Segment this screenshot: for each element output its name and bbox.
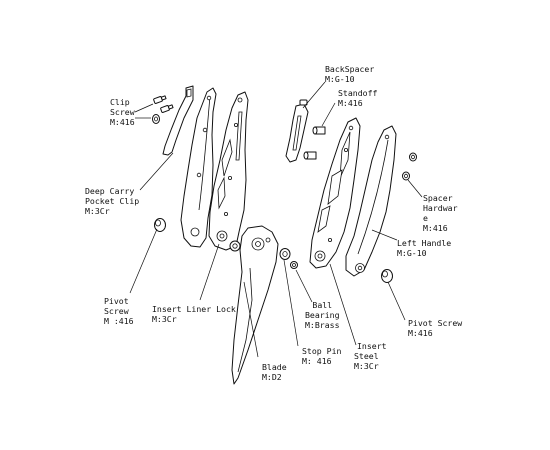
label-pivot-screw-left-line1: Pivot xyxy=(104,296,129,306)
label-ball-bearing-line2: Bearing xyxy=(305,310,340,320)
pivot-screw-right-part xyxy=(381,269,393,283)
label-backspacer-line2: M:G-10 xyxy=(325,74,355,84)
blade-part xyxy=(231,225,279,385)
standoff-parts xyxy=(303,126,326,160)
backspacer-part xyxy=(285,99,309,163)
clip-screw-parts xyxy=(152,95,174,124)
label-pocket-clip-line2: Pocket Clip xyxy=(85,196,140,206)
label-insert-liner-lock: Insert Liner Lock M:3Cr xyxy=(152,304,236,324)
label-spacer-hardware-line1: Spacer xyxy=(423,193,453,203)
label-pivot-screw-left-line2: Screw xyxy=(104,306,129,316)
label-insert-steel-line2: Steel xyxy=(354,351,379,361)
label-backspacer: BackSpacer M:G-10 xyxy=(325,64,374,84)
leader-lines xyxy=(129,81,423,358)
insert-steel-part xyxy=(309,117,361,269)
label-pivot-screw-left-line3: M :416 xyxy=(104,316,134,326)
label-standoff: Standoff M:416 xyxy=(338,88,377,108)
label-insert-steel-line3: M:3Cr xyxy=(354,361,379,371)
label-blade-line1: Blade xyxy=(262,362,287,372)
label-pocket-clip-line1: Deep Carry xyxy=(85,186,135,196)
label-left-handle: Left Handle M:G-10 xyxy=(397,238,451,258)
stop-pin-part xyxy=(279,248,291,260)
label-stop-pin-line2: M: 416 xyxy=(302,356,332,366)
label-pivot-screw-right-line2: M:416 xyxy=(408,328,433,338)
spacer-hardware-parts xyxy=(402,152,417,181)
label-blade: Blade M:D2 xyxy=(262,362,287,382)
label-spacer-hardware-line3: e xyxy=(423,213,428,223)
label-pocket-clip-line3: M:3Cr xyxy=(85,206,110,216)
pocket-clip-part xyxy=(162,85,194,156)
label-ball-bearing-line3: M:Brass xyxy=(305,320,340,330)
label-deep-carry-pocket-clip: Deep Carry Pocket Clip M:3Cr xyxy=(85,186,139,216)
label-spacer-hardware-line2: Hardwar xyxy=(423,203,458,213)
label-clip-screw-line3: M:416 xyxy=(110,117,135,127)
label-spacer-hardware-line4: M:416 xyxy=(423,223,448,233)
label-left-handle-line2: M:G-10 xyxy=(397,248,427,258)
pivot-screw-left-part xyxy=(154,218,166,232)
label-insert-steel: Insert Steel M:3Cr xyxy=(354,341,387,371)
label-standoff-line1: Standoff xyxy=(338,88,378,98)
washer-part xyxy=(229,240,241,252)
label-liner-lock-line1: Insert Liner Lock xyxy=(152,304,236,314)
insert-liner-lock-part xyxy=(208,91,249,251)
label-standoff-line2: M:416 xyxy=(338,98,363,108)
label-ball-bearing: Ball Bearing M:Brass xyxy=(305,300,340,330)
left-handle-part xyxy=(345,125,397,277)
label-left-handle-line1: Left Handle xyxy=(397,238,452,248)
label-pivot-screw-left: Pivot Screw M :416 xyxy=(104,296,134,326)
label-stop-pin-line1: Stop Pin xyxy=(302,346,342,356)
label-insert-steel-line1: Insert xyxy=(357,341,387,351)
label-clip-screw-line1: Clip xyxy=(110,97,130,107)
label-pivot-screw-right-line1: Pivot Screw xyxy=(408,318,463,328)
label-backspacer-line1: BackSpacer xyxy=(325,64,375,74)
left-scale-part xyxy=(180,87,217,248)
ball-bearing-part xyxy=(290,261,298,269)
label-clip-screw: Clip Screw M:416 xyxy=(110,97,135,127)
label-stop-pin: Stop Pin M: 416 xyxy=(302,346,341,366)
label-pivot-screw-right: Pivot Screw M:416 xyxy=(408,318,462,338)
label-spacer-hardware: Spacer Hardwar e M:416 xyxy=(423,193,458,233)
label-liner-lock-line2: M:3Cr xyxy=(152,314,177,324)
label-clip-screw-line2: Screw xyxy=(110,107,135,117)
label-ball-bearing-line1: Ball xyxy=(312,300,333,310)
label-blade-line2: M:D2 xyxy=(262,372,282,382)
